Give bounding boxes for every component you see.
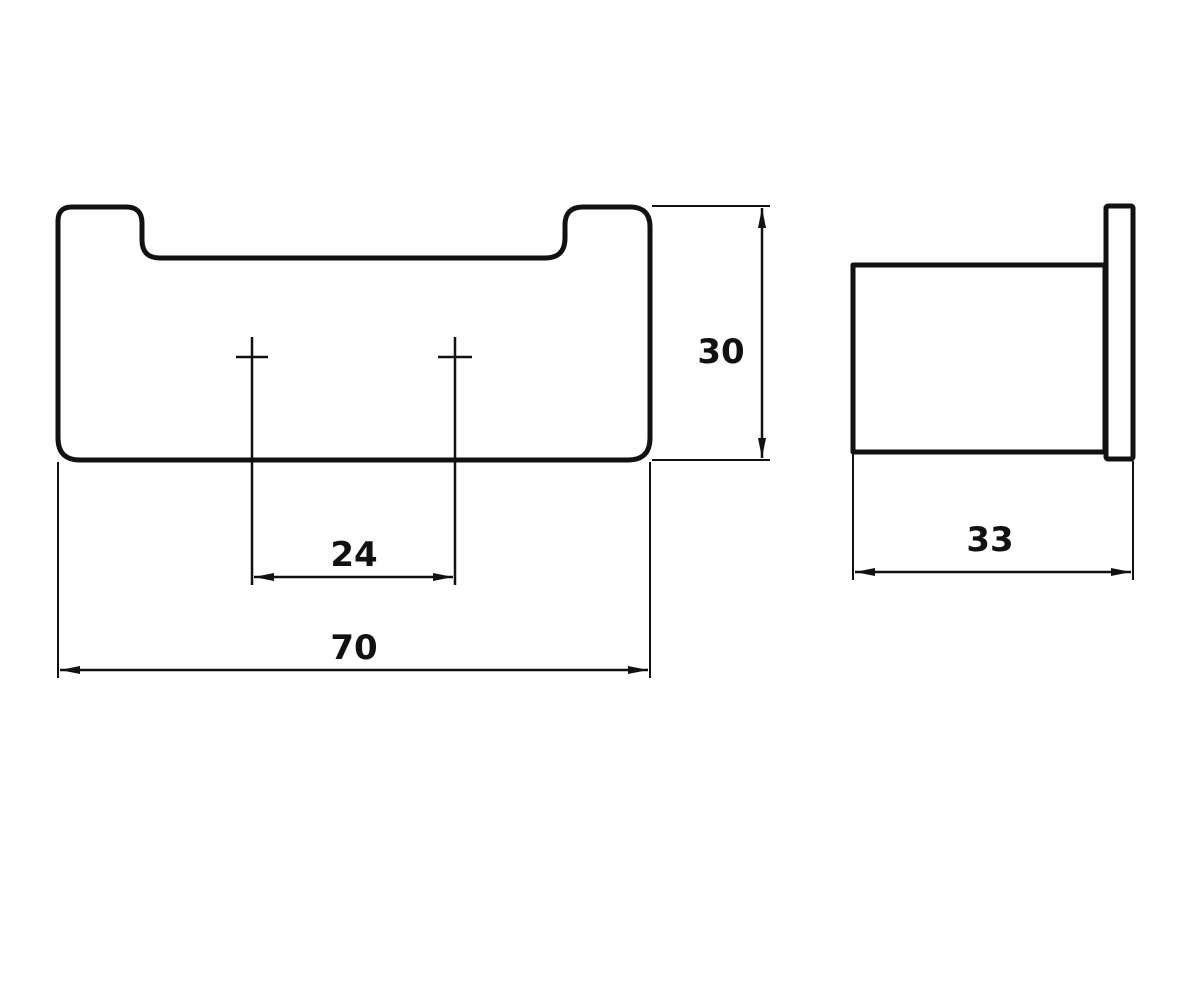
depth-dimension: 33 — [852, 454, 1134, 580]
height-dimension-label: 30 — [697, 332, 744, 372]
side-view-wall-plate — [1103, 203, 1136, 462]
depth-dimension-label: 33 — [966, 520, 1013, 560]
side-view-body — [850, 262, 1108, 455]
hole-spacing-dimension: 24 — [254, 535, 453, 581]
mounting-hole-right — [438, 337, 472, 585]
height-dimension: 30 — [652, 205, 770, 461]
width-dimension-label: 70 — [330, 628, 377, 668]
hole-spacing-dimension-label: 24 — [330, 535, 377, 575]
width-dimension: 70 — [57, 462, 651, 678]
front-view-outline — [55, 204, 653, 463]
mounting-hole-left — [236, 337, 268, 585]
side-view — [850, 203, 1136, 462]
front-view — [55, 204, 653, 585]
